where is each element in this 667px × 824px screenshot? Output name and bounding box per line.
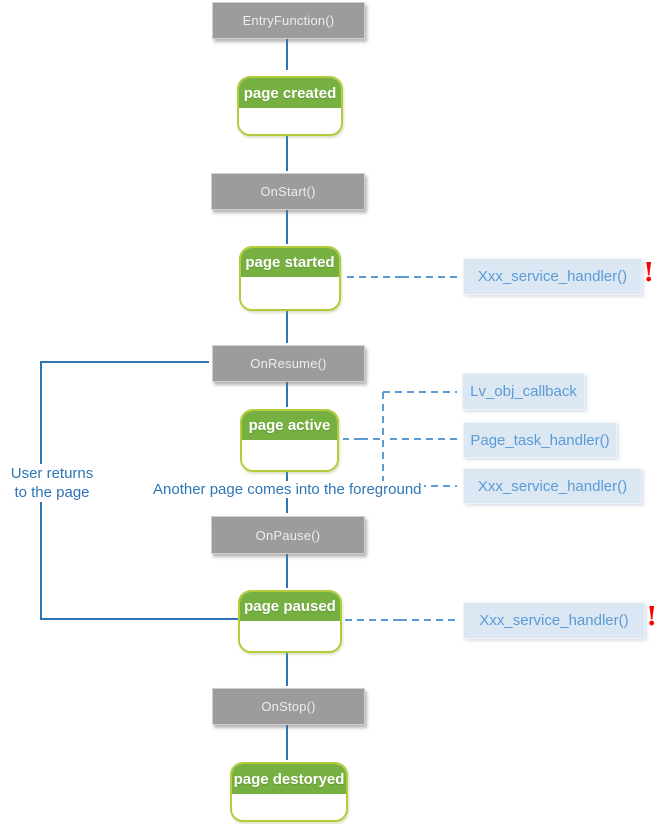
node-on-pause: OnPause()	[211, 516, 365, 554]
state-page-started-label: page started	[241, 248, 339, 277]
state-body	[239, 108, 341, 134]
state-body	[242, 440, 337, 470]
handler-started-service: Xxx_service_handler()	[463, 258, 642, 295]
state-page-destoryed-label: page destoryed	[232, 764, 346, 794]
handler-lv-obj-callback: Lv_obj_callback	[462, 373, 585, 410]
node-on-start: OnStart()	[211, 173, 365, 210]
handler-page-task-handler: Page_task_handler()	[463, 422, 617, 458]
handler-paused-service: Xxx_service_handler()	[463, 602, 645, 639]
alert-started-service-icon: !	[643, 258, 655, 288]
state-body	[240, 621, 340, 651]
state-page-destoryed: page destoryed	[230, 762, 348, 822]
state-body	[232, 794, 346, 820]
alert-paused-service-icon: !	[646, 602, 658, 632]
state-page-paused: page paused	[238, 590, 342, 653]
state-body	[241, 277, 339, 309]
state-page-created: page created	[237, 76, 343, 136]
state-page-active-label: page active	[242, 411, 337, 440]
node-on-resume: OnResume()	[212, 345, 365, 382]
annotation-another-page: Another page comes into the foreground	[151, 481, 424, 498]
state-page-started: page started	[239, 246, 341, 311]
handler-active-service: Xxx_service_handler()	[463, 468, 642, 504]
state-page-active: page active	[240, 409, 339, 472]
state-page-paused-label: page paused	[240, 592, 340, 621]
state-page-created-label: page created	[239, 78, 341, 108]
node-entry-function: EntryFunction()	[212, 2, 365, 39]
annotation-user-returns: User returns to the page	[6, 464, 98, 502]
node-on-stop: OnStop()	[212, 688, 365, 725]
